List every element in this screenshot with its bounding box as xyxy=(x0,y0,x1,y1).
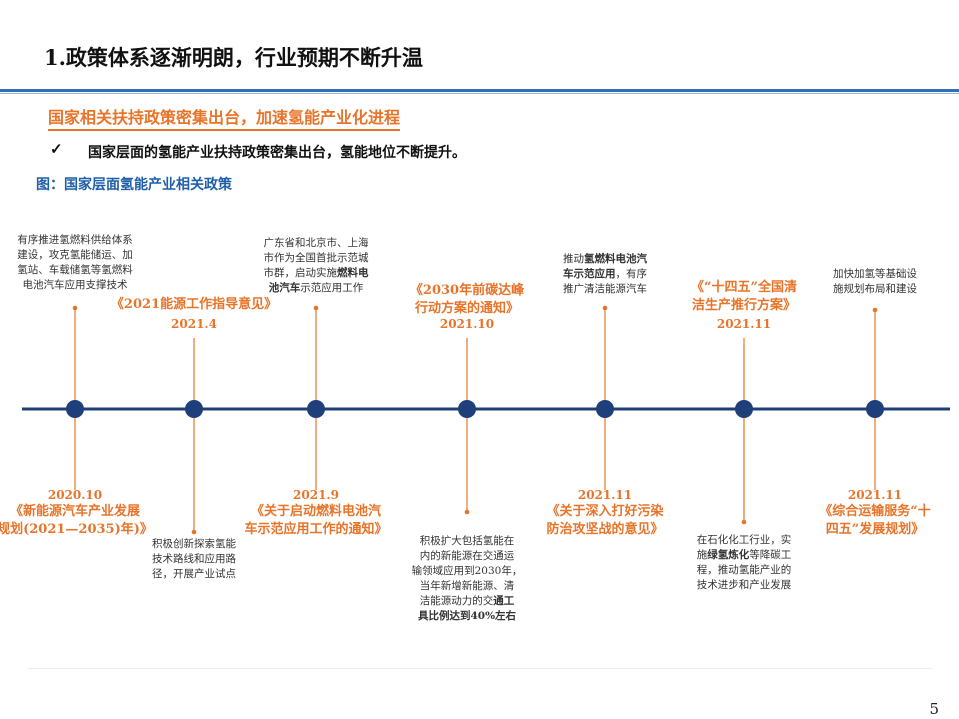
policy-name-4: 《2030年前碳达峰行动方案的通知》 xyxy=(392,282,542,318)
policy-date-5: 2021.11 xyxy=(577,488,633,502)
policy-description-line: 积极创新探索氢能 xyxy=(152,538,236,550)
timeline-node-1 xyxy=(66,400,84,418)
policy-name-2: 《2021能源工作指导意见》 xyxy=(94,296,294,314)
policy-description-line: 具比例达到40%左右 xyxy=(417,610,517,622)
policy-description-line: 积极扩大包括氢能在 xyxy=(419,535,515,547)
policy-description-line: 内的新能源在交通运 xyxy=(419,550,515,562)
policy-date-4: 2021.10 xyxy=(439,317,495,331)
policy-description-line: 车示范应用，有序 xyxy=(563,268,647,280)
policy-date-3: 2021.9 xyxy=(293,488,339,502)
policy-description-2: 积极创新探索氢能技术路线和应用路径，开展产业试点 xyxy=(139,537,249,582)
policy-description-line: 施规划布局和建设 xyxy=(833,283,917,295)
policy-description-3: 广东省和北京市、上海市作为全国首批示范城市群，启动实施燃料电池汽车示范应用工作 xyxy=(249,236,384,296)
timeline-node-2 xyxy=(185,400,203,418)
timeline-node-4 xyxy=(458,400,476,418)
header-rule-thin xyxy=(0,93,959,94)
policy-description-line: 广东省和北京市、上海 xyxy=(263,237,369,249)
page-number: 5 xyxy=(929,700,939,718)
policy-name-line: 行动方案的通知》 xyxy=(414,301,519,316)
policy-name-line: 车示范应用工作的通知》 xyxy=(244,522,388,537)
timeline-end-dot-3 xyxy=(313,305,319,311)
policy-description-line: 在石化化工行业，实 xyxy=(696,534,792,546)
policy-description-line: 加快加氢等基础设 xyxy=(833,268,917,280)
policy-description-line: 推广清洁能源汽车 xyxy=(563,283,647,295)
figure-label: 图：国家层面氢能产业相关政策 xyxy=(36,177,232,193)
policy-name-line: 洁生产推行方案》 xyxy=(691,298,796,313)
policy-description-line: 建设，攻克氢能储运、加 xyxy=(17,249,133,261)
timeline-end-dot-4 xyxy=(464,509,470,515)
timeline-node-3 xyxy=(307,400,325,418)
policy-name-3: 《关于启动燃料电池汽车示范应用工作的通知》 xyxy=(231,503,401,539)
policy-description-1: 有序推进氢燃料供给体系建设，攻克氢能储运、加氢站、车载储氢等氢燃料电池汽车应用支… xyxy=(0,233,150,293)
timeline-node-7 xyxy=(866,400,884,418)
policy-name-5: 《关于深入打好污染防治攻坚战的意见》 xyxy=(530,503,680,539)
policy-description-5: 推动氢燃料电池汽车示范应用，有序推广清洁能源汽车 xyxy=(550,252,660,297)
timeline-end-dot-5 xyxy=(602,305,608,311)
policy-description-line: 有序推进氢燃料供给体系 xyxy=(17,234,133,246)
policy-description-line: 洁能源动力的交通工 xyxy=(419,595,515,607)
timeline-end-dot-7 xyxy=(872,307,878,313)
policy-date-2: 2021.4 xyxy=(171,317,217,331)
policy-description-line: 电池汽车应用支撑技术 xyxy=(22,279,128,291)
timeline-end-dot-6 xyxy=(741,519,747,525)
policy-description-line: 市作为全国首批示范城 xyxy=(263,252,369,264)
policy-name-7: 《综合运输服务“十四五”发展规划》 xyxy=(800,503,950,539)
policy-description-line: 施绿氢炼化等降碳工 xyxy=(696,549,792,561)
header-rule xyxy=(0,89,959,92)
policy-description-line: 程，推动氢能产业的 xyxy=(696,564,792,576)
policy-description-6: 在石化化工行业，实施绿氢炼化等降碳工程，推动氢能产业的技术进步和产业发展 xyxy=(677,533,812,593)
policy-name-line: 《2030年前碳达峰 xyxy=(409,283,525,298)
policy-description-line: 径，开展产业试点 xyxy=(152,568,236,580)
check-icon: ✓ xyxy=(50,140,63,158)
timeline-node-6 xyxy=(735,400,753,418)
policy-name-line: 《综合运输服务“十 xyxy=(819,504,931,519)
policy-description-line: 市群，启动实施燃料电 xyxy=(263,267,369,279)
policy-date-1: 2020.10 xyxy=(47,488,103,502)
policy-name-line: 《关于启动燃料电池汽 xyxy=(250,504,381,519)
policy-date-6: 2021.11 xyxy=(716,317,772,331)
timeline-node-5 xyxy=(596,400,614,418)
policy-description-line: 当年新增新能源、清 xyxy=(419,580,515,592)
policy-description-7: 加快加氢等基础设施规划布局和建设 xyxy=(820,267,930,297)
policy-name-line: 四五”发展规划》 xyxy=(825,522,925,537)
policy-description-line: 池汽车示范应用工作 xyxy=(268,282,364,294)
policy-name-line: 防治攻坚战的意见》 xyxy=(546,522,664,537)
policy-description-line: 输领域应用到2030年， xyxy=(411,565,523,577)
policy-description-4: 积极扩大包括氢能在内的新能源在交通运输领域应用到2030年， 当年新增新能源、清洁… xyxy=(397,534,537,624)
timeline-end-dot-2 xyxy=(191,529,197,535)
timeline-end-dot-1 xyxy=(72,305,78,311)
policy-name-line: 《“十四五”全国清 xyxy=(691,280,797,295)
policy-name-line: 《关于深入打好污染 xyxy=(546,504,664,519)
policy-name-line: 《2021能源工作指导意见》 xyxy=(110,297,278,312)
policy-description-line: 推动氢燃料电池汽 xyxy=(563,253,647,265)
section-subtitle: 国家相关扶持政策密集出台，加速氢能产业化进程 xyxy=(48,104,401,131)
footer-rule xyxy=(28,668,933,669)
policy-description-line: 技术进步和产业发展 xyxy=(696,579,792,591)
policy-description-line: 氢站、车载储氢等氢燃料 xyxy=(17,264,133,276)
policy-name-line: 《新能源汽车产业发展 xyxy=(9,504,140,519)
policy-name-6: 《“十四五”全国清洁生产推行方案》 xyxy=(669,279,819,315)
policy-name-1: 《新能源汽车产业发展规划(2021—2035)年)》 xyxy=(0,503,160,539)
policy-description-line: 技术路线和应用路 xyxy=(152,553,236,565)
policy-date-7: 2021.11 xyxy=(847,488,903,502)
policy-name-line: 规划(2021—2035)年)》 xyxy=(0,522,153,537)
bullet-text: 国家层面的氢能产业扶持政策密集出台，氢能地位不断提升。 xyxy=(88,145,466,161)
page-title: 1.政策体系逐渐明朗，行业预期不断升温 xyxy=(44,45,423,70)
